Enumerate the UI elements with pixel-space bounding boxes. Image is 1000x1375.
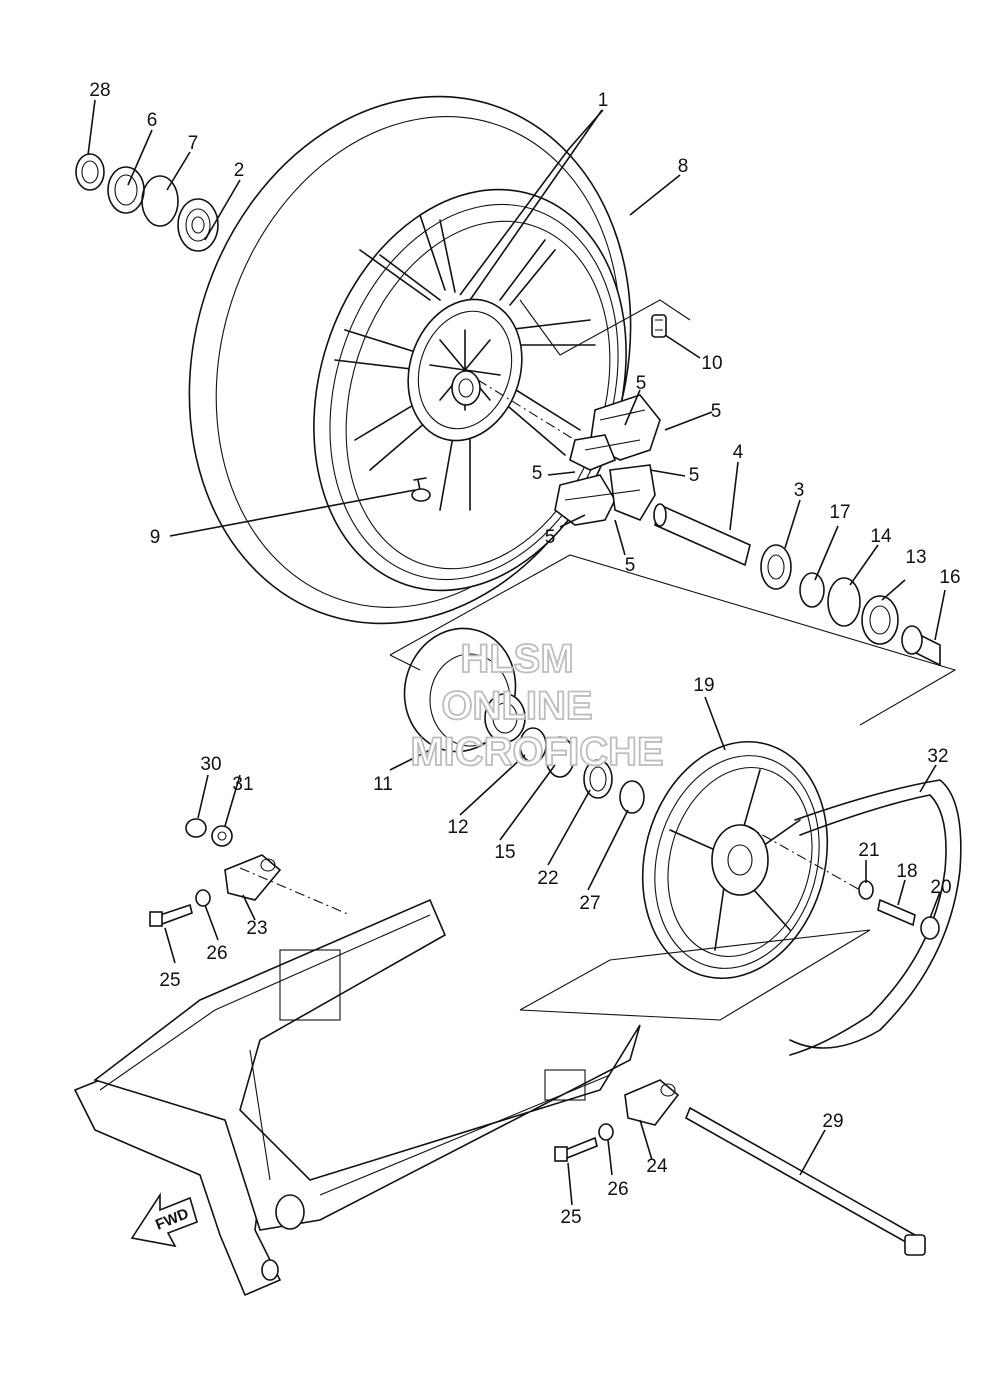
callout-10: 10 [701,353,722,374]
callout-5: 5 [711,401,722,422]
callout-7: 7 [188,133,199,154]
callout-6: 6 [147,110,158,131]
rear-pulley [641,740,829,980]
callout-24: 24 [646,1156,668,1177]
drive-belt [789,779,962,1056]
callout-25: 25 [159,970,180,991]
callout-5: 5 [625,555,636,576]
callout-3: 3 [794,480,805,501]
callout-5: 5 [636,373,647,394]
left-bearing-stack [75,153,219,252]
assembly-lines [239,299,957,1021]
adjuster-hardware [149,818,926,1256]
leader-lines [87,99,946,1206]
wheel-dampers [554,314,667,526]
callout-29: 29 [822,1111,843,1132]
callout-20: 20 [930,877,951,898]
callout-11: 11 [373,774,393,795]
callout-1: 1 [598,90,609,111]
fwd-arrow: FWD [130,1192,198,1248]
watermark-line-2: ONLINE [441,684,592,728]
callout-13: 13 [905,547,926,568]
callout-5: 5 [545,527,556,548]
callout-5: 5 [689,465,700,486]
callout-2: 2 [234,160,245,181]
callout-27: 27 [579,893,600,914]
axle-spacer-stack [653,503,941,667]
clutch-hub [403,627,645,814]
watermark: HLSM ONLINE MICROFICHE [409,636,664,775]
callout-17: 17 [829,502,850,523]
callout-12: 12 [447,817,468,838]
callout-16: 16 [939,567,960,588]
callout-26: 26 [607,1179,628,1200]
watermark-line-3: MICROFICHE [410,730,663,774]
callout-21: 21 [858,840,879,861]
callout-25: 25 [560,1207,581,1228]
callout-8: 8 [678,156,689,177]
callout-18: 18 [896,861,917,882]
callout-5: 5 [532,463,543,484]
callout-31: 31 [232,774,253,795]
callout-15: 15 [494,842,515,863]
callout-4: 4 [733,442,744,463]
callout-labels: 1 2 3 4 5 5 5 5 5 5 6 7 8 9 10 11 12 13 … [89,80,960,1228]
rear-wheel [188,95,632,625]
watermark-line-1: HLSM [460,637,573,681]
callout-30: 30 [200,754,221,775]
callout-22: 22 [537,868,558,889]
swingarm [73,898,641,1297]
callout-32: 32 [927,746,948,767]
callout-23: 23 [246,918,267,939]
callout-26: 26 [206,943,227,964]
callout-19: 19 [693,675,714,696]
callout-28: 28 [89,80,110,101]
callout-14: 14 [870,526,892,547]
callout-9: 9 [150,527,161,548]
